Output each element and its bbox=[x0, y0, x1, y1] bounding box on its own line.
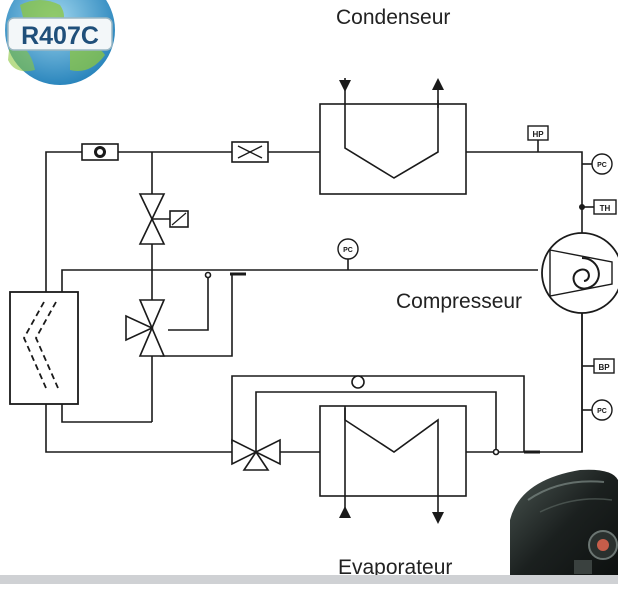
r407c-badge-logo: R407C bbox=[5, 0, 115, 85]
evaporator-outlet-arrow bbox=[432, 512, 444, 524]
airflow-arrows bbox=[339, 78, 444, 524]
filter-drier bbox=[231, 141, 269, 163]
evaporator-inlet-arrow bbox=[339, 506, 351, 518]
compressor-label: Compresseur bbox=[396, 290, 523, 313]
compressor bbox=[541, 232, 618, 314]
sight-glass bbox=[81, 143, 119, 161]
heat-exchanger bbox=[9, 291, 79, 405]
pressure-control-suction: PC bbox=[337, 238, 359, 260]
compressor-photo bbox=[510, 469, 618, 584]
badge-text: R407C bbox=[21, 22, 99, 50]
condenser-outlet-arrow bbox=[432, 78, 444, 90]
bypass-valve bbox=[125, 299, 166, 357]
condenser-label: Condenseur bbox=[336, 6, 451, 29]
evaporator-label: Evaporateur bbox=[338, 556, 453, 579]
solenoid-valve bbox=[138, 193, 189, 245]
svg-text:PC: PC bbox=[597, 162, 607, 169]
bottom-bar bbox=[0, 575, 618, 584]
condenser-inlet-arrow bbox=[339, 80, 351, 92]
condenser-box bbox=[319, 103, 467, 195]
pressure-control-high: PC bbox=[591, 153, 613, 175]
svg-text:PC: PC bbox=[343, 247, 353, 254]
svg-text:TH: TH bbox=[600, 204, 611, 213]
svg-text:BP: BP bbox=[598, 363, 610, 372]
svg-text:PC: PC bbox=[597, 408, 607, 415]
condenser-coil bbox=[344, 100, 439, 179]
thermostat: TH bbox=[579, 199, 617, 215]
hp-switch: HP bbox=[527, 125, 549, 141]
svg-text:HP: HP bbox=[532, 130, 544, 139]
pressure-control-low: PC bbox=[591, 399, 613, 421]
expansion-valve bbox=[231, 438, 281, 471]
evaporator-box bbox=[319, 405, 467, 497]
bp-switch: BP bbox=[593, 358, 615, 374]
